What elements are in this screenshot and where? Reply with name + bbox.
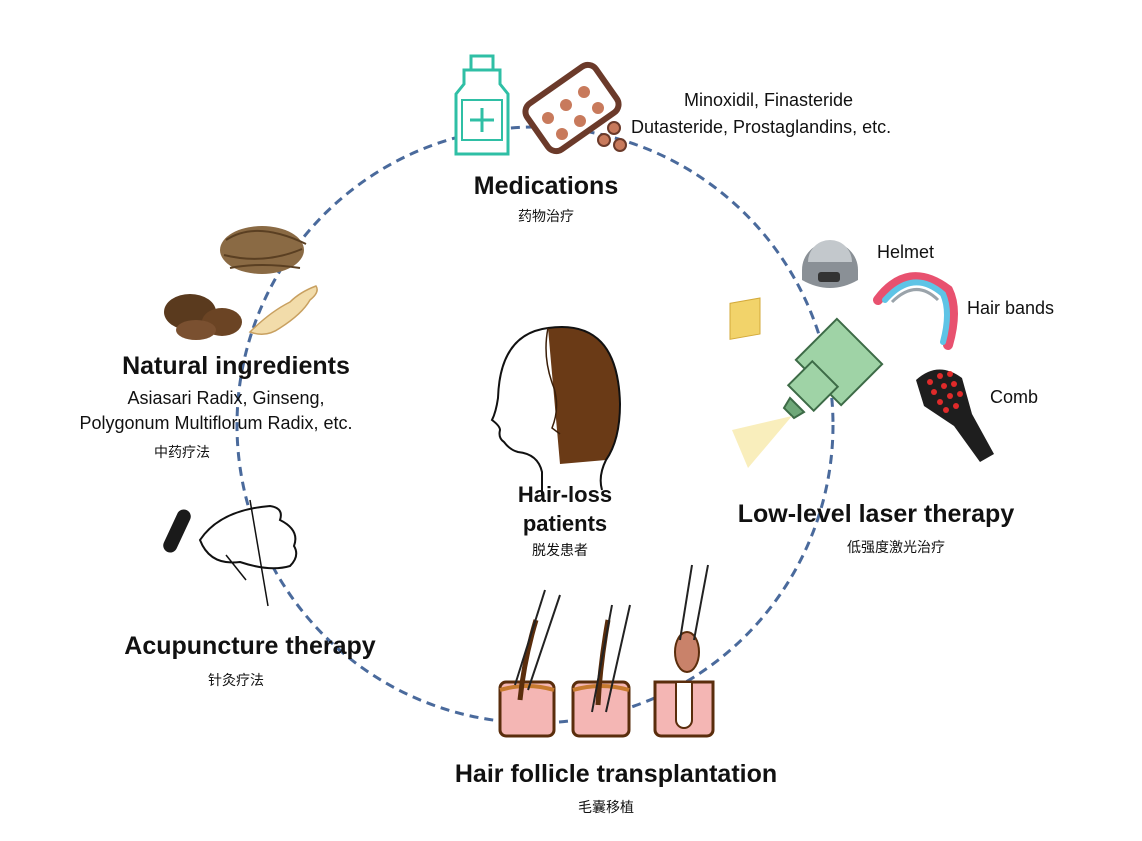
transplant-cn: 毛囊移植 [578, 800, 634, 816]
patient-head-icon [490, 326, 622, 496]
laser-comb-label: Comb [990, 387, 1039, 407]
medications-cn: 药物治疗 [518, 209, 574, 225]
acupuncture-cn: 针灸疗法 [208, 673, 264, 689]
laser-device-icon [732, 317, 884, 468]
acupuncture-hand-icon [163, 499, 298, 607]
herb-roots-icon [220, 226, 307, 274]
natural-title: Natural ingredients [122, 352, 350, 380]
natural-desc-line1: Asiasari Radix, Ginseng, [127, 388, 325, 408]
medicine-bottle-icon [454, 54, 510, 156]
follicle-graft-icon [498, 589, 561, 738]
transplant-title: Hair follicle transplantation [454, 760, 778, 788]
center-title-line2: patients [522, 511, 608, 536]
pill-blister-icon [522, 61, 627, 155]
natural-cn: 中药疗法 [154, 445, 210, 461]
laser-hairband-icon [873, 272, 958, 350]
medications-title: Medications [473, 172, 619, 200]
laser-hairband-label: Hair bands [967, 298, 1055, 318]
ginseng-icon [248, 285, 318, 335]
center-cn: 脱发患者 [532, 543, 588, 559]
laser-helmet-label: Helmet [877, 242, 935, 262]
medications-desc-line1: Minoxidil, Finasteride [684, 90, 854, 110]
laser-title: Low-level laser therapy [737, 500, 1015, 528]
laser-grid-icon [729, 297, 761, 340]
laser-helmet-icon [802, 240, 858, 288]
laser-comb-icon [916, 369, 994, 462]
natural-desc-line2: Polygonum Multiflorum Radix, etc. [79, 413, 353, 433]
follicle-implant-icon [653, 564, 715, 738]
laser-cn: 低强度激光治疗 [847, 540, 945, 556]
herb-slices-icon [164, 294, 242, 340]
center-title-line1: Hair-loss [517, 482, 613, 507]
acupuncture-title: Acupuncture therapy [124, 632, 376, 660]
medications-desc-line2: Dutasteride, Prostaglandins, etc. [631, 117, 892, 137]
follicle-extraction-icon [571, 604, 631, 738]
